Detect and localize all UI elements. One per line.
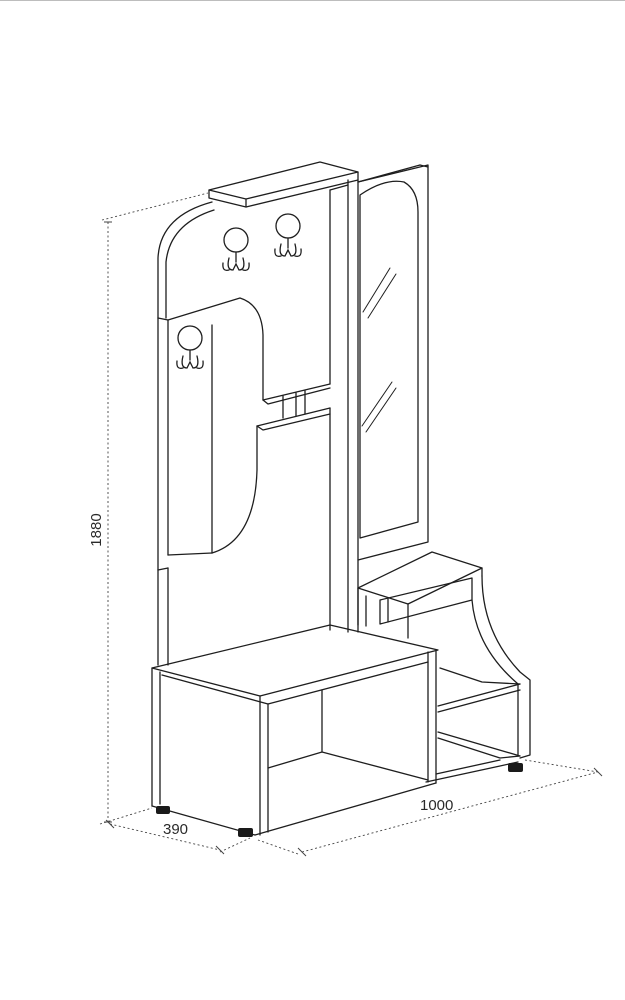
drawer-unit xyxy=(357,551,483,639)
coat-hooks xyxy=(176,213,302,369)
hook-1 xyxy=(222,227,250,271)
back-panel xyxy=(157,189,331,666)
foot xyxy=(238,828,253,837)
depth-dim-line xyxy=(109,823,221,851)
top-shelf xyxy=(208,161,359,208)
height-dimension-label: 1880 xyxy=(88,513,105,546)
dimension-ticks xyxy=(104,221,603,857)
depth-dimension-label: 390 xyxy=(163,821,188,838)
mirror-panel xyxy=(357,164,429,561)
top-border xyxy=(0,0,625,1)
bottom-cabinet xyxy=(151,624,439,836)
feet xyxy=(156,763,523,837)
width-dim-line xyxy=(301,771,599,853)
furniture-outline xyxy=(151,161,531,836)
right-side-panel xyxy=(425,575,531,783)
foot xyxy=(508,763,523,772)
hook-3 xyxy=(176,325,204,369)
hook-2 xyxy=(274,213,302,257)
dimension-lines xyxy=(99,192,599,855)
mirror-reflection xyxy=(361,267,397,433)
width-dimension-label: 1000 xyxy=(420,797,453,814)
foot xyxy=(156,806,170,814)
divider-post xyxy=(329,179,359,633)
